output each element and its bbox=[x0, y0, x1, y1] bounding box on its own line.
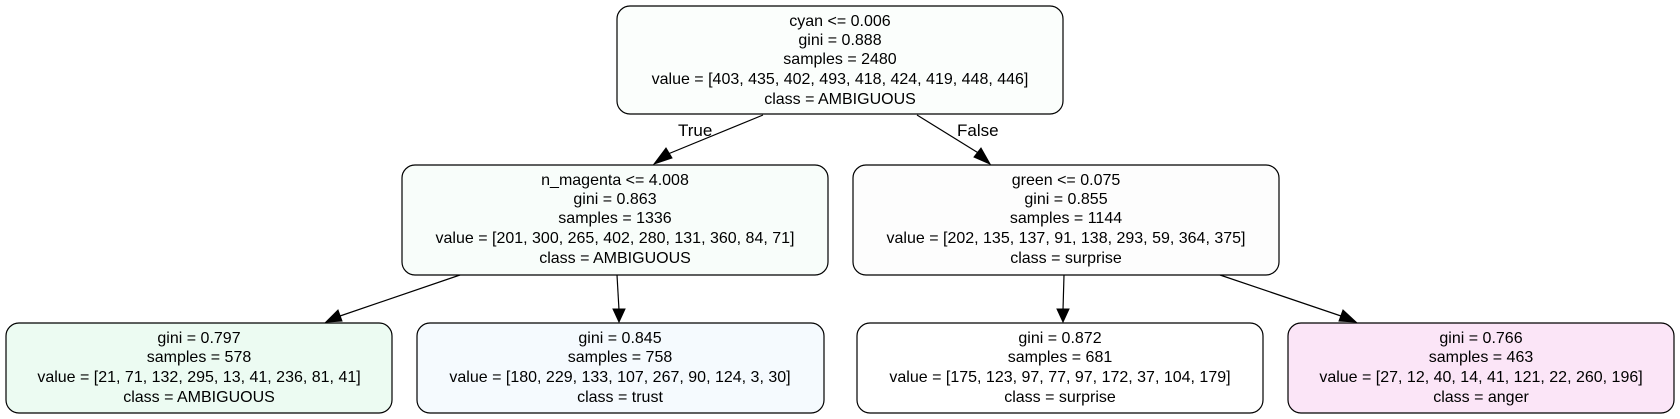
node-right-class: class = surprise bbox=[1010, 250, 1122, 267]
node-root-box bbox=[616, 5, 1064, 115]
node-leaf-rr-class: class = anger bbox=[1433, 389, 1529, 406]
edge-right-leaf-rl bbox=[1056, 274, 1070, 324]
node-left: n_magenta <= 4.008 gini = 0.863 samples … bbox=[401, 164, 829, 276]
edge-root-right bbox=[916, 114, 992, 166]
edge-label-true: True bbox=[678, 121, 712, 140]
node-leaf-lr-box bbox=[416, 322, 825, 414]
edge-root-left bbox=[652, 114, 764, 165]
node-leaf-lr-class: class = trust bbox=[577, 389, 663, 406]
node-right-value: value = [202, 135, 137, 91, 138, 293, 59… bbox=[887, 230, 1246, 247]
node-root-class: class = AMBIGUOUS bbox=[764, 91, 916, 108]
node-left-class: class = AMBIGUOUS bbox=[539, 250, 691, 267]
node-right-gini: gini = 0.855 bbox=[1024, 191, 1107, 208]
node-leaf-rr-samples: samples = 463 bbox=[1429, 349, 1534, 366]
edge-left-leaf-lr bbox=[612, 274, 626, 324]
node-left-value: value = [201, 300, 265, 402, 280, 131, 3… bbox=[436, 230, 795, 247]
node-leaf-ll-class: class = AMBIGUOUS bbox=[123, 389, 275, 406]
edge-right-leaf-rr bbox=[1219, 274, 1358, 323]
node-leaf-rl-box bbox=[856, 322, 1264, 414]
node-leaf-ll-gini: gini = 0.797 bbox=[157, 330, 240, 347]
node-leaf-lr-gini: gini = 0.845 bbox=[578, 330, 661, 347]
node-right-samples: samples = 1144 bbox=[1010, 210, 1122, 227]
node-root-split: cyan <= 0.006 bbox=[789, 13, 891, 30]
node-left-box bbox=[401, 164, 829, 276]
node-leaf-ll-value: value = [21, 71, 132, 295, 13, 41, 236, … bbox=[37, 369, 360, 386]
node-left-gini: gini = 0.863 bbox=[573, 191, 656, 208]
node-root: cyan <= 0.006 gini = 0.888 samples = 248… bbox=[616, 5, 1064, 115]
node-right-split: green <= 0.075 bbox=[1012, 172, 1121, 189]
node-left-split: n_magenta <= 4.008 bbox=[541, 172, 689, 189]
node-leaf-ll-box bbox=[5, 322, 393, 414]
edge-left-leaf-ll bbox=[324, 274, 461, 323]
node-leaf-ll: gini = 0.797 samples = 578 value = [21, … bbox=[5, 322, 393, 414]
node-root-samples: samples = 2480 bbox=[783, 51, 897, 68]
node-leaf-rl: gini = 0.872 samples = 681 value = [175,… bbox=[856, 322, 1264, 414]
node-leaf-lr-samples: samples = 758 bbox=[568, 349, 673, 366]
node-leaf-lr-value: value = [180, 229, 133, 107, 267, 90, 12… bbox=[449, 369, 790, 386]
node-leaf-rr: gini = 0.766 samples = 463 value = [27, … bbox=[1287, 322, 1675, 414]
node-leaf-ll-samples: samples = 578 bbox=[147, 349, 252, 366]
node-leaf-rr-box bbox=[1287, 322, 1675, 414]
edges: True False bbox=[324, 114, 1358, 324]
node-leaf-lr: gini = 0.845 samples = 758 value = [180,… bbox=[416, 322, 825, 414]
edge-label-false: False bbox=[957, 121, 999, 140]
node-left-samples: samples = 1336 bbox=[558, 210, 672, 227]
node-root-value: value = [403, 435, 402, 493, 418, 424, 4… bbox=[652, 71, 1029, 88]
node-leaf-rl-samples: samples = 681 bbox=[1008, 349, 1113, 366]
node-right-box bbox=[852, 164, 1280, 276]
node-leaf-rr-value: value = [27, 12, 40, 14, 41, 121, 22, 26… bbox=[1319, 369, 1642, 386]
node-right: green <= 0.075 gini = 0.855 samples = 11… bbox=[852, 164, 1280, 276]
node-leaf-rl-value: value = [175, 123, 97, 77, 97, 172, 37, … bbox=[889, 369, 1230, 386]
node-leaf-rr-gini: gini = 0.766 bbox=[1439, 330, 1522, 347]
node-leaf-rl-class: class = surprise bbox=[1004, 389, 1116, 406]
node-root-gini: gini = 0.888 bbox=[798, 32, 881, 49]
node-leaf-rl-gini: gini = 0.872 bbox=[1018, 330, 1101, 347]
